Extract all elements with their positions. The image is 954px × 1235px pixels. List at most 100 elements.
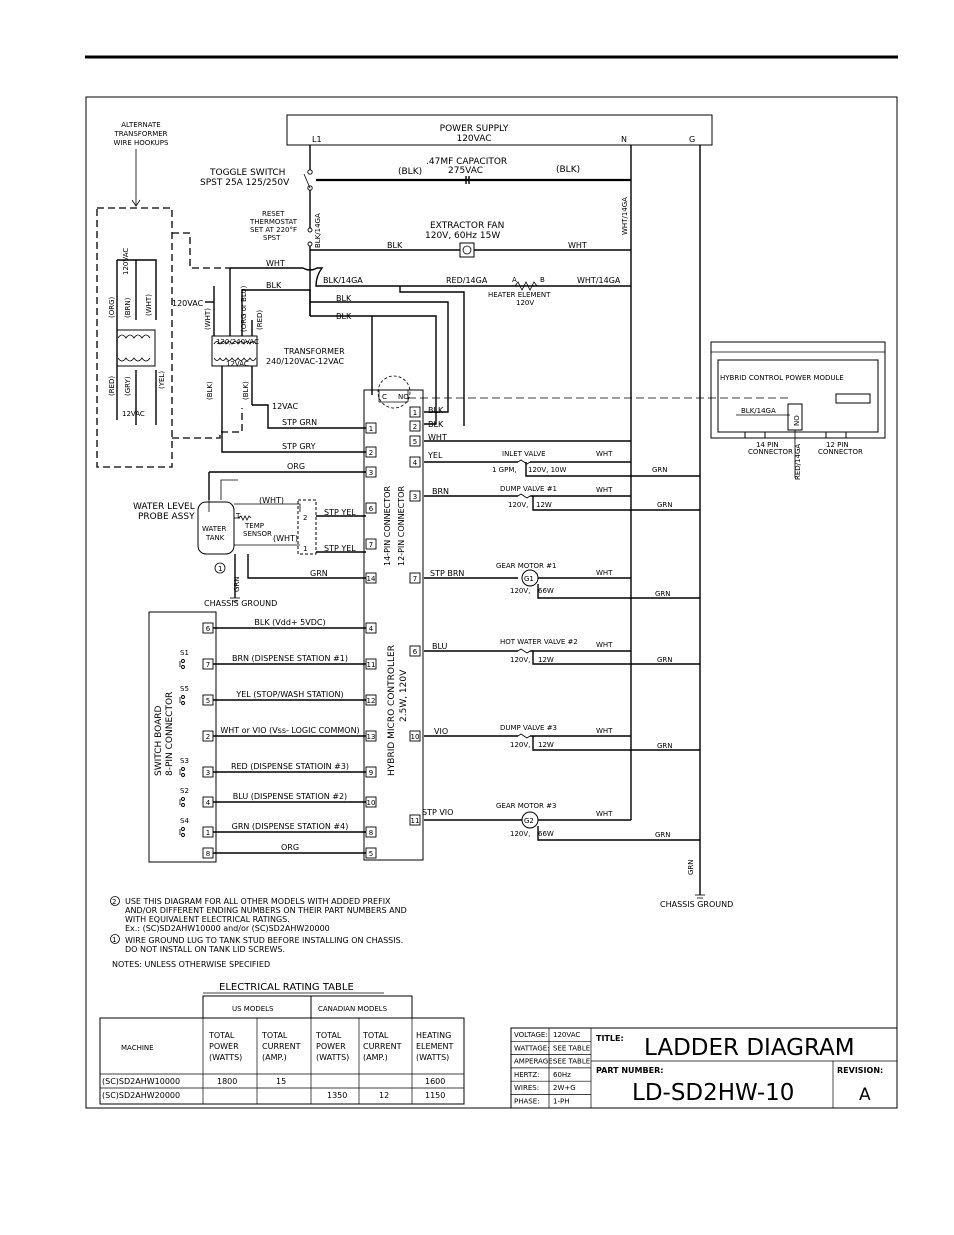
svg-text:(AMP.): (AMP.) <box>363 1053 388 1062</box>
svg-text:BLK: BLK <box>336 294 352 303</box>
svg-text:DUMP VALVE #1: DUMP VALVE #1 <box>500 485 557 493</box>
notes: 2 USE THIS DIAGRAM FOR ALL OTHER MODELS … <box>110 896 407 969</box>
svg-text:WATER: WATER <box>202 525 226 533</box>
right-pin-number: 5 <box>413 438 417 446</box>
right-pin-number: 10 <box>411 733 420 741</box>
svg-text:120V,: 120V, <box>510 656 530 664</box>
left-pin-box <box>365 422 377 434</box>
svg-text:12VAC: 12VAC <box>226 360 249 368</box>
switch-label: S1 <box>180 649 189 657</box>
switch-contact <box>181 797 185 801</box>
svg-text:120V,: 120V, <box>508 501 528 509</box>
left-pin-number: 12 <box>367 697 376 705</box>
svg-text:SWITCH BOARD: SWITCH BOARD <box>154 705 164 776</box>
spec-label: WIRES: <box>514 1084 539 1092</box>
right-pin-box <box>409 456 421 468</box>
svg-text:GEAR MOTOR #1: GEAR MOTOR #1 <box>496 562 556 570</box>
switch-board-pin-number: 4 <box>206 799 211 807</box>
svg-text:SET AT 220°F: SET AT 220°F <box>250 226 297 234</box>
svg-text:2: 2 <box>303 514 307 522</box>
spec-value: 60Hz <box>553 1071 571 1079</box>
svg-text:TOTAL: TOTAL <box>315 1031 342 1040</box>
svg-text:STP VIO: STP VIO <box>422 808 453 817</box>
rating-table-cell: 1800 <box>217 1077 237 1086</box>
svg-text:WHT/14GA: WHT/14GA <box>621 197 629 235</box>
rating-table-cell: 12 <box>379 1091 389 1100</box>
switch-board-pin-number: 8 <box>206 850 210 858</box>
svg-text:.47MF CAPACITOR: .47MF CAPACITOR <box>426 157 507 167</box>
svg-text:12-PIN CONNECTOR: 12-PIN CONNECTOR <box>397 486 406 566</box>
switch-contact <box>181 659 185 663</box>
svg-text:(WATTS): (WATTS) <box>416 1053 449 1062</box>
svg-text:CHASSIS GROUND: CHASSIS GROUND <box>204 599 277 608</box>
spec-value: SEE TABLE <box>553 1044 590 1052</box>
svg-text:C: C <box>382 393 387 401</box>
switch-board-pin-number: 2 <box>206 733 210 741</box>
svg-text:BLK/14GA: BLK/14GA <box>323 276 363 285</box>
svg-text:WIRE GROUND LUG TO TANK STUD B: WIRE GROUND LUG TO TANK STUD BEFORE INST… <box>125 936 403 945</box>
svg-text:12 PIN: 12 PIN <box>826 441 849 449</box>
electrical-rating-table: ELECTRICAL RATING TABLE US MODELS CANADI… <box>99 982 465 1105</box>
left-pin-number: 3 <box>369 469 373 477</box>
svg-text:8-PIN CONNECTOR: 8-PIN CONNECTOR <box>165 692 175 776</box>
svg-text:TEMP: TEMP <box>244 522 264 530</box>
svg-text:GRN: GRN <box>657 501 673 509</box>
right-pin-number: 4 <box>413 459 418 467</box>
svg-text:NO: NO <box>793 415 801 426</box>
rating-table-cell: 1600 <box>425 1077 445 1086</box>
svg-text:12W: 12W <box>536 501 552 509</box>
svg-text:AND/OR DIFFERENT ENDING NUMBER: AND/OR DIFFERENT ENDING NUMBERS ON THEIR… <box>125 906 407 915</box>
svg-text:STP GRN: STP GRN <box>282 418 317 427</box>
svg-text:CONNECTOR: CONNECTOR <box>748 448 793 456</box>
svg-text:WITH EQUIVALENT ELECTRICAL RAT: WITH EQUIVALENT ELECTRICAL RATINGS. <box>125 915 290 924</box>
right-pin-number: 6 <box>413 648 418 656</box>
switch-board-wire-label: YEL (STOP/WASH STATION) <box>235 690 343 699</box>
svg-text:BLK: BLK <box>266 281 282 290</box>
alternate-transformer-group: ALTERNATE TRANSFORMER WIRE HOOKUPS 120VA… <box>96 121 243 468</box>
svg-text:WHT: WHT <box>266 259 285 268</box>
svg-text:TOTAL: TOTAL <box>208 1031 235 1040</box>
svg-text:ELECTRICAL RATING TABLE: ELECTRICAL RATING TABLE <box>219 982 354 993</box>
svg-text:MACHINE: MACHINE <box>121 1044 154 1052</box>
svg-text:Ex.: (SC)SD2AHW10000 and/or (S: Ex.: (SC)SD2AHW10000 and/or (SC)SD2AHW20… <box>125 924 330 933</box>
svg-text:240/120VAC-12VAC: 240/120VAC-12VAC <box>266 357 344 366</box>
svg-text:275VAC: 275VAC <box>448 166 483 176</box>
svg-text:TOTAL: TOTAL <box>261 1031 288 1040</box>
svg-text:WIRE HOOKUPS: WIRE HOOKUPS <box>114 139 170 147</box>
switch-contact <box>181 773 185 777</box>
svg-text:(AMP.): (AMP.) <box>262 1053 287 1062</box>
right-pin-box <box>409 406 421 418</box>
svg-text:HEATING: HEATING <box>416 1031 451 1040</box>
svg-text:1: 1 <box>112 936 116 944</box>
svg-text:12W: 12W <box>538 656 554 664</box>
svg-text:US MODELS: US MODELS <box>232 1005 274 1013</box>
svg-text:BLK: BLK <box>336 312 352 321</box>
drawing-frame <box>85 96 898 1109</box>
left-pin-number: 7 <box>369 541 373 549</box>
svg-text:66W: 66W <box>538 830 554 838</box>
switch-label: S3 <box>180 757 189 765</box>
svg-text:TANK: TANK <box>205 534 225 542</box>
transformer: 120VAC 120/240VAC 12VAC (WHT) (ORG or BL… <box>172 268 345 418</box>
svg-text:1: 1 <box>218 565 222 573</box>
svg-text:CHASSIS GROUND: CHASSIS GROUND <box>660 900 733 909</box>
switch-contact <box>181 803 185 807</box>
switch-contact <box>181 833 185 837</box>
svg-text:G1: G1 <box>524 575 534 583</box>
svg-text:A: A <box>859 1085 871 1105</box>
svg-text:WATER LEVEL: WATER LEVEL <box>133 502 195 512</box>
svg-text:CANADIAN MODELS: CANADIAN MODELS <box>318 1005 388 1013</box>
switch-board-wire-label: GRN (DISPENSE STATION #4) <box>232 822 349 831</box>
switch-label: S5 <box>180 685 189 693</box>
svg-text:G2: G2 <box>524 817 534 825</box>
svg-text:WHT: WHT <box>596 569 613 577</box>
switch-contact <box>181 701 185 705</box>
svg-text:TOGGLE SWITCH: TOGGLE SWITCH <box>209 168 285 178</box>
svg-text:WHT: WHT <box>428 433 447 442</box>
right-pin-number: 1 <box>413 409 417 417</box>
rating-table-cell: 15 <box>276 1077 286 1086</box>
left-pin-number: 6 <box>369 505 374 513</box>
svg-text:A: A <box>512 276 517 284</box>
switch-board-wire-label: RED (DISPENSE STATIOIN #3) <box>231 762 349 771</box>
